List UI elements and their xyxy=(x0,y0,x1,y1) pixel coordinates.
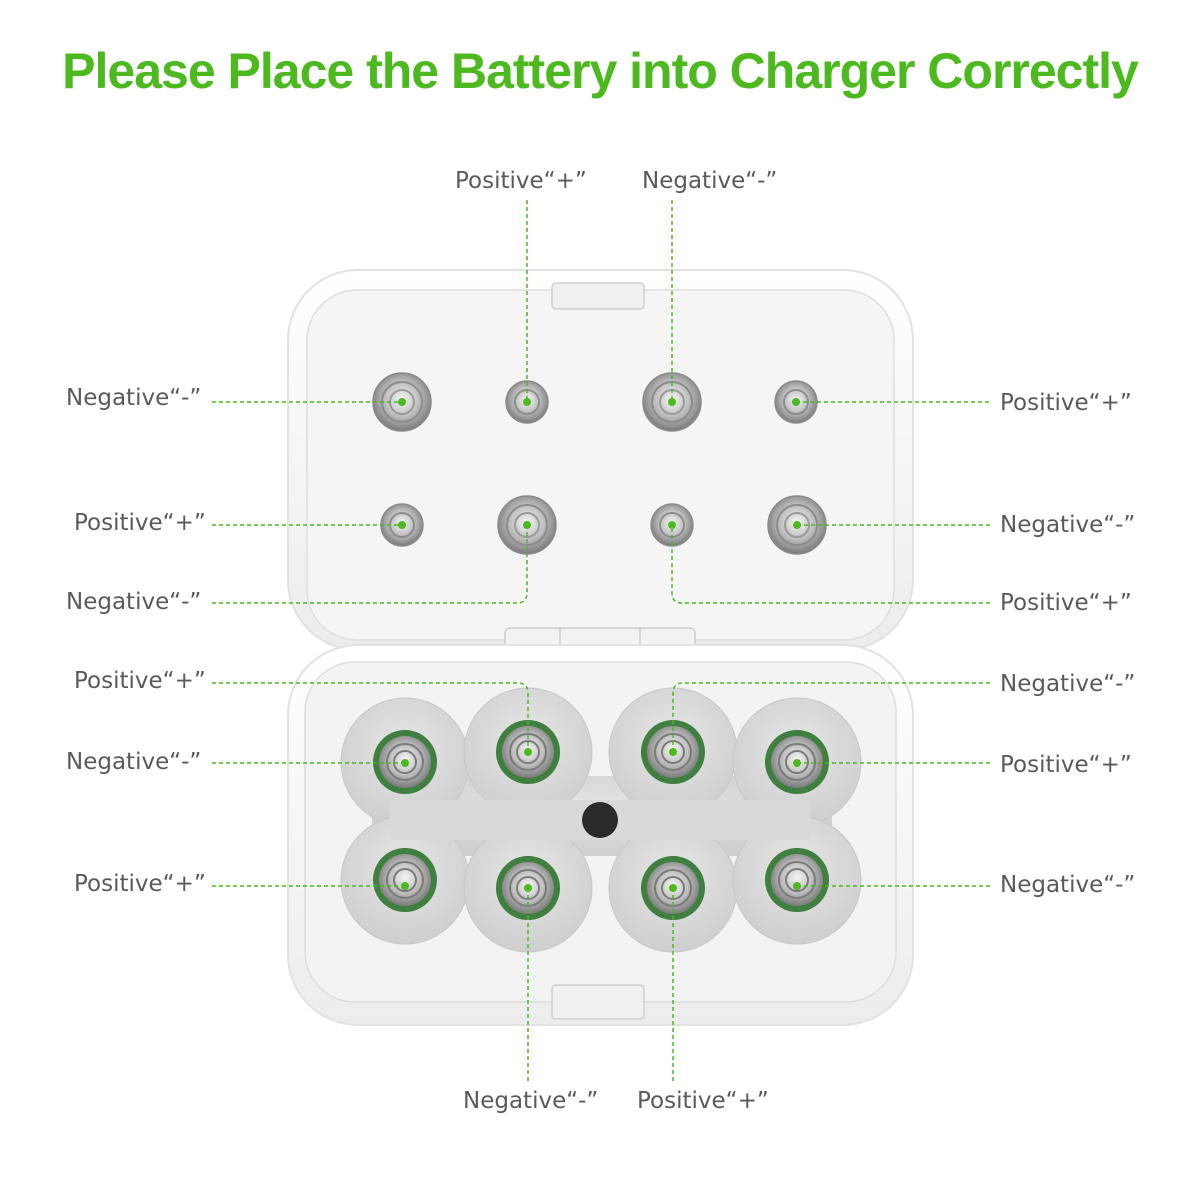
label-left-4: Positive“+” xyxy=(74,668,206,694)
label-left-1: Negative“-” xyxy=(66,385,202,411)
contact-base-8 xyxy=(765,848,829,912)
charger-lid xyxy=(287,269,914,651)
lid-latch-top xyxy=(551,282,645,310)
leader-left-4 xyxy=(212,682,529,752)
leader-right-4 xyxy=(672,682,990,752)
leader-dots xyxy=(398,398,801,892)
label-left-2: Positive“+” xyxy=(74,510,206,536)
label-left-3: Negative“-” xyxy=(66,589,202,615)
label-right-2: Negative“-” xyxy=(1000,512,1136,538)
label-top-positive: Positive“+” xyxy=(455,168,587,194)
page-title: Please Place the Battery into Charger Co… xyxy=(62,43,1139,99)
contact-base-5 xyxy=(373,848,437,912)
label-right-3: Positive“+” xyxy=(1000,590,1132,616)
label-left-6: Positive“+” xyxy=(74,871,206,897)
label-bottom-negative: Negative“-” xyxy=(463,1088,599,1114)
label-right-1: Positive“+” xyxy=(1000,390,1132,416)
label-left-5: Negative“-” xyxy=(66,749,202,775)
label-top-negative: Negative“-” xyxy=(642,168,778,194)
label-right-6: Negative“-” xyxy=(1000,872,1136,898)
label-right-5: Positive“+” xyxy=(1000,752,1132,778)
base-latch-bottom xyxy=(551,984,645,1020)
indicator-light xyxy=(582,802,618,838)
leader-right-3 xyxy=(671,525,990,604)
label-bottom-positive: Positive“+” xyxy=(637,1088,769,1114)
leader-lines xyxy=(212,200,990,1082)
label-right-4: Negative“-” xyxy=(1000,671,1136,697)
